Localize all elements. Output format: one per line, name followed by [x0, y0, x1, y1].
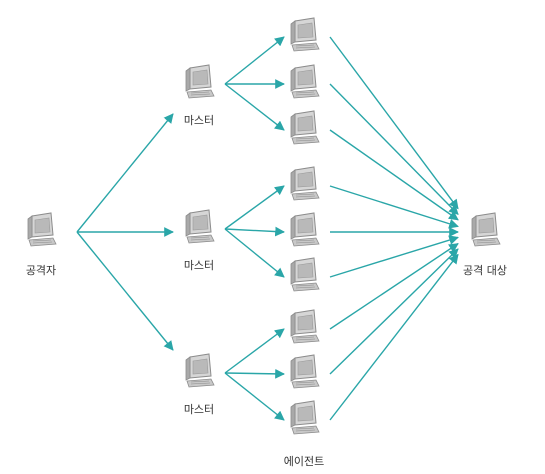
arrow-master-2-agent-4: [224, 185, 285, 230]
arrow-master-3-agent-8: [224, 368, 285, 379]
master-label-1: 마스터: [184, 114, 214, 127]
arrows: [76, 36, 459, 421]
master-computer-icon-3: [185, 353, 215, 388]
arrow-agent-9-target: [329, 253, 459, 421]
arrow-attacker-master-3: [76, 231, 174, 351]
agent-computer-icon-2: [290, 64, 320, 99]
master-computer-icon-1: [185, 64, 215, 99]
computers: [27, 17, 501, 435]
agent-computer-icon-6: [290, 257, 320, 292]
arrow-master-2-agent-6: [224, 228, 285, 278]
agent-computer-icon-9: [290, 400, 320, 435]
master-label-3: 마스터: [184, 403, 214, 416]
arrow-master-1-agent-1: [224, 36, 285, 85]
agent-computer-icon-3: [290, 110, 320, 145]
arrow-master-1-agent-3: [224, 83, 285, 131]
arrow-master-3-agent-7: [224, 328, 285, 374]
arrow-master-3-agent-9: [224, 372, 285, 421]
agent-label: 에이전트: [284, 455, 324, 468]
arrow-agent-1-target: [329, 36, 459, 210]
target-label: 공격 대상: [463, 264, 507, 277]
agent-computer-icon-8: [290, 354, 320, 389]
arrow-master-2-agent-5: [224, 226, 285, 237]
agent-computer-icon-1: [290, 17, 320, 52]
target-computer-icon: [471, 212, 501, 247]
attacker-computer-icon: [27, 212, 57, 247]
arrow-agent-2-target: [329, 83, 459, 215]
attacker-label: 공격자: [26, 264, 56, 277]
master-label-2: 마스터: [184, 259, 214, 272]
arrow-agent-8-target: [329, 248, 459, 375]
agent-computer-icon-7: [290, 309, 320, 344]
agent-computer-icon-4: [290, 166, 320, 201]
arrow-agent-6-target: [329, 235, 459, 278]
arrow-agent-7-target: [329, 243, 459, 330]
arrow-agent-4-target: [329, 185, 459, 229]
arrow-agent-3-target: [329, 129, 459, 221]
agent-computer-icon-5: [290, 212, 320, 247]
arrow-attacker-master-1: [76, 113, 174, 233]
master-computer-icon-2: [185, 209, 215, 244]
